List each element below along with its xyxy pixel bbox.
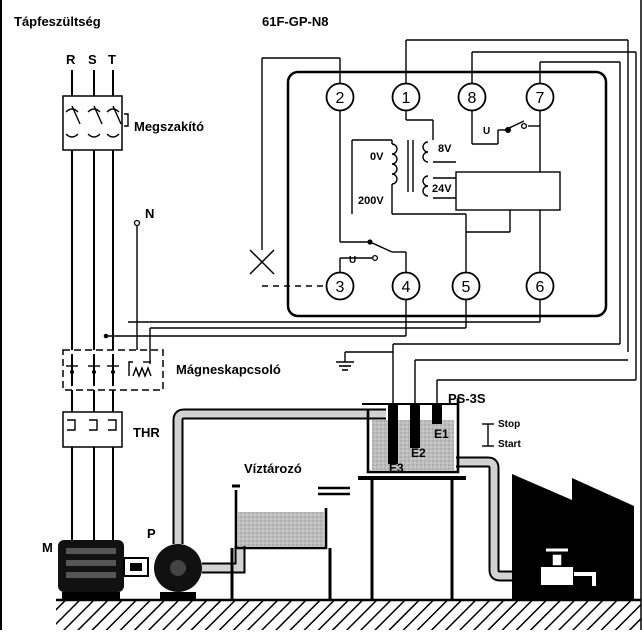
volt-24v-label: 24V bbox=[432, 183, 452, 195]
external-wiring bbox=[103, 39, 637, 404]
terminal-2-label: 2 bbox=[336, 90, 345, 107]
terminal-1-label: 1 bbox=[402, 90, 411, 107]
terminal-row-top bbox=[325, 82, 555, 112]
supply-title: Tápfeszültség bbox=[14, 14, 101, 29]
device-model: 61F-GP-N8 bbox=[262, 14, 328, 29]
motor-label: M bbox=[42, 540, 53, 555]
electrode-e1-label: E1 bbox=[434, 427, 449, 441]
pump-symbol bbox=[154, 544, 202, 600]
terminal-4 bbox=[391, 271, 421, 301]
terminal-4-label: 4 bbox=[402, 279, 411, 296]
terminal-5-label: 5 bbox=[462, 279, 471, 296]
terminal-5 bbox=[451, 271, 481, 301]
terminal-row-bottom bbox=[325, 271, 555, 301]
relay-u-bottom-label: U bbox=[349, 255, 356, 266]
level-start-label: Start bbox=[498, 439, 521, 450]
terminal-8-label: 8 bbox=[468, 90, 477, 107]
contactor-label: Mágneskapcsoló bbox=[176, 362, 281, 377]
controller-box bbox=[286, 70, 608, 318]
motor-symbol bbox=[58, 540, 149, 600]
level-range-marker bbox=[482, 423, 494, 447]
pipe-tank-to-outlet bbox=[456, 456, 544, 582]
terminal-7 bbox=[525, 82, 555, 112]
outlet-valve bbox=[539, 548, 596, 587]
breaker-label: Megszakító bbox=[134, 119, 204, 134]
terminal-3 bbox=[325, 271, 355, 301]
pump-label: P bbox=[147, 526, 156, 541]
terminal-6-label: 6 bbox=[536, 279, 545, 296]
volt-0v-label: 0V bbox=[370, 151, 384, 163]
thermal-relay-symbol bbox=[62, 411, 123, 448]
electrode-e3-label: E3 bbox=[389, 461, 404, 475]
relay-u-top-label: U bbox=[483, 126, 490, 137]
reservoir-label: Víztározó bbox=[244, 461, 302, 476]
terminal-8 bbox=[457, 82, 487, 112]
phase-s-label: S bbox=[88, 52, 97, 67]
thermal-relay-label: THR bbox=[133, 425, 160, 440]
pipe-reservoir-to-pump bbox=[202, 546, 246, 574]
terminal-2 bbox=[325, 82, 355, 112]
neutral-label: N bbox=[145, 206, 154, 221]
phase-r-label: R bbox=[66, 52, 76, 67]
terminal-7-label: 7 bbox=[536, 90, 545, 107]
terminal-6 bbox=[525, 271, 555, 301]
phase-t-label: T bbox=[108, 52, 116, 67]
ground-floor bbox=[56, 600, 641, 630]
controller-internal-wiring bbox=[339, 111, 561, 272]
elevated-tank bbox=[358, 398, 466, 600]
volt-200v-label: 200V bbox=[358, 195, 384, 207]
electrode-e2-label: E2 bbox=[411, 446, 426, 460]
sensor-model-label: PS-3S bbox=[448, 391, 486, 406]
terminal-3-label: 3 bbox=[336, 279, 345, 296]
level-stop-label: Stop bbox=[498, 419, 520, 430]
volt-8v-label: 8V bbox=[438, 143, 452, 155]
reservoir-tank bbox=[230, 484, 350, 600]
terminal-1 bbox=[391, 82, 421, 112]
contactor-symbol bbox=[62, 349, 164, 391]
neutral-terminal bbox=[133, 219, 141, 227]
breaker-symbol bbox=[62, 95, 129, 151]
pipe-pump-to-tower bbox=[172, 408, 386, 544]
